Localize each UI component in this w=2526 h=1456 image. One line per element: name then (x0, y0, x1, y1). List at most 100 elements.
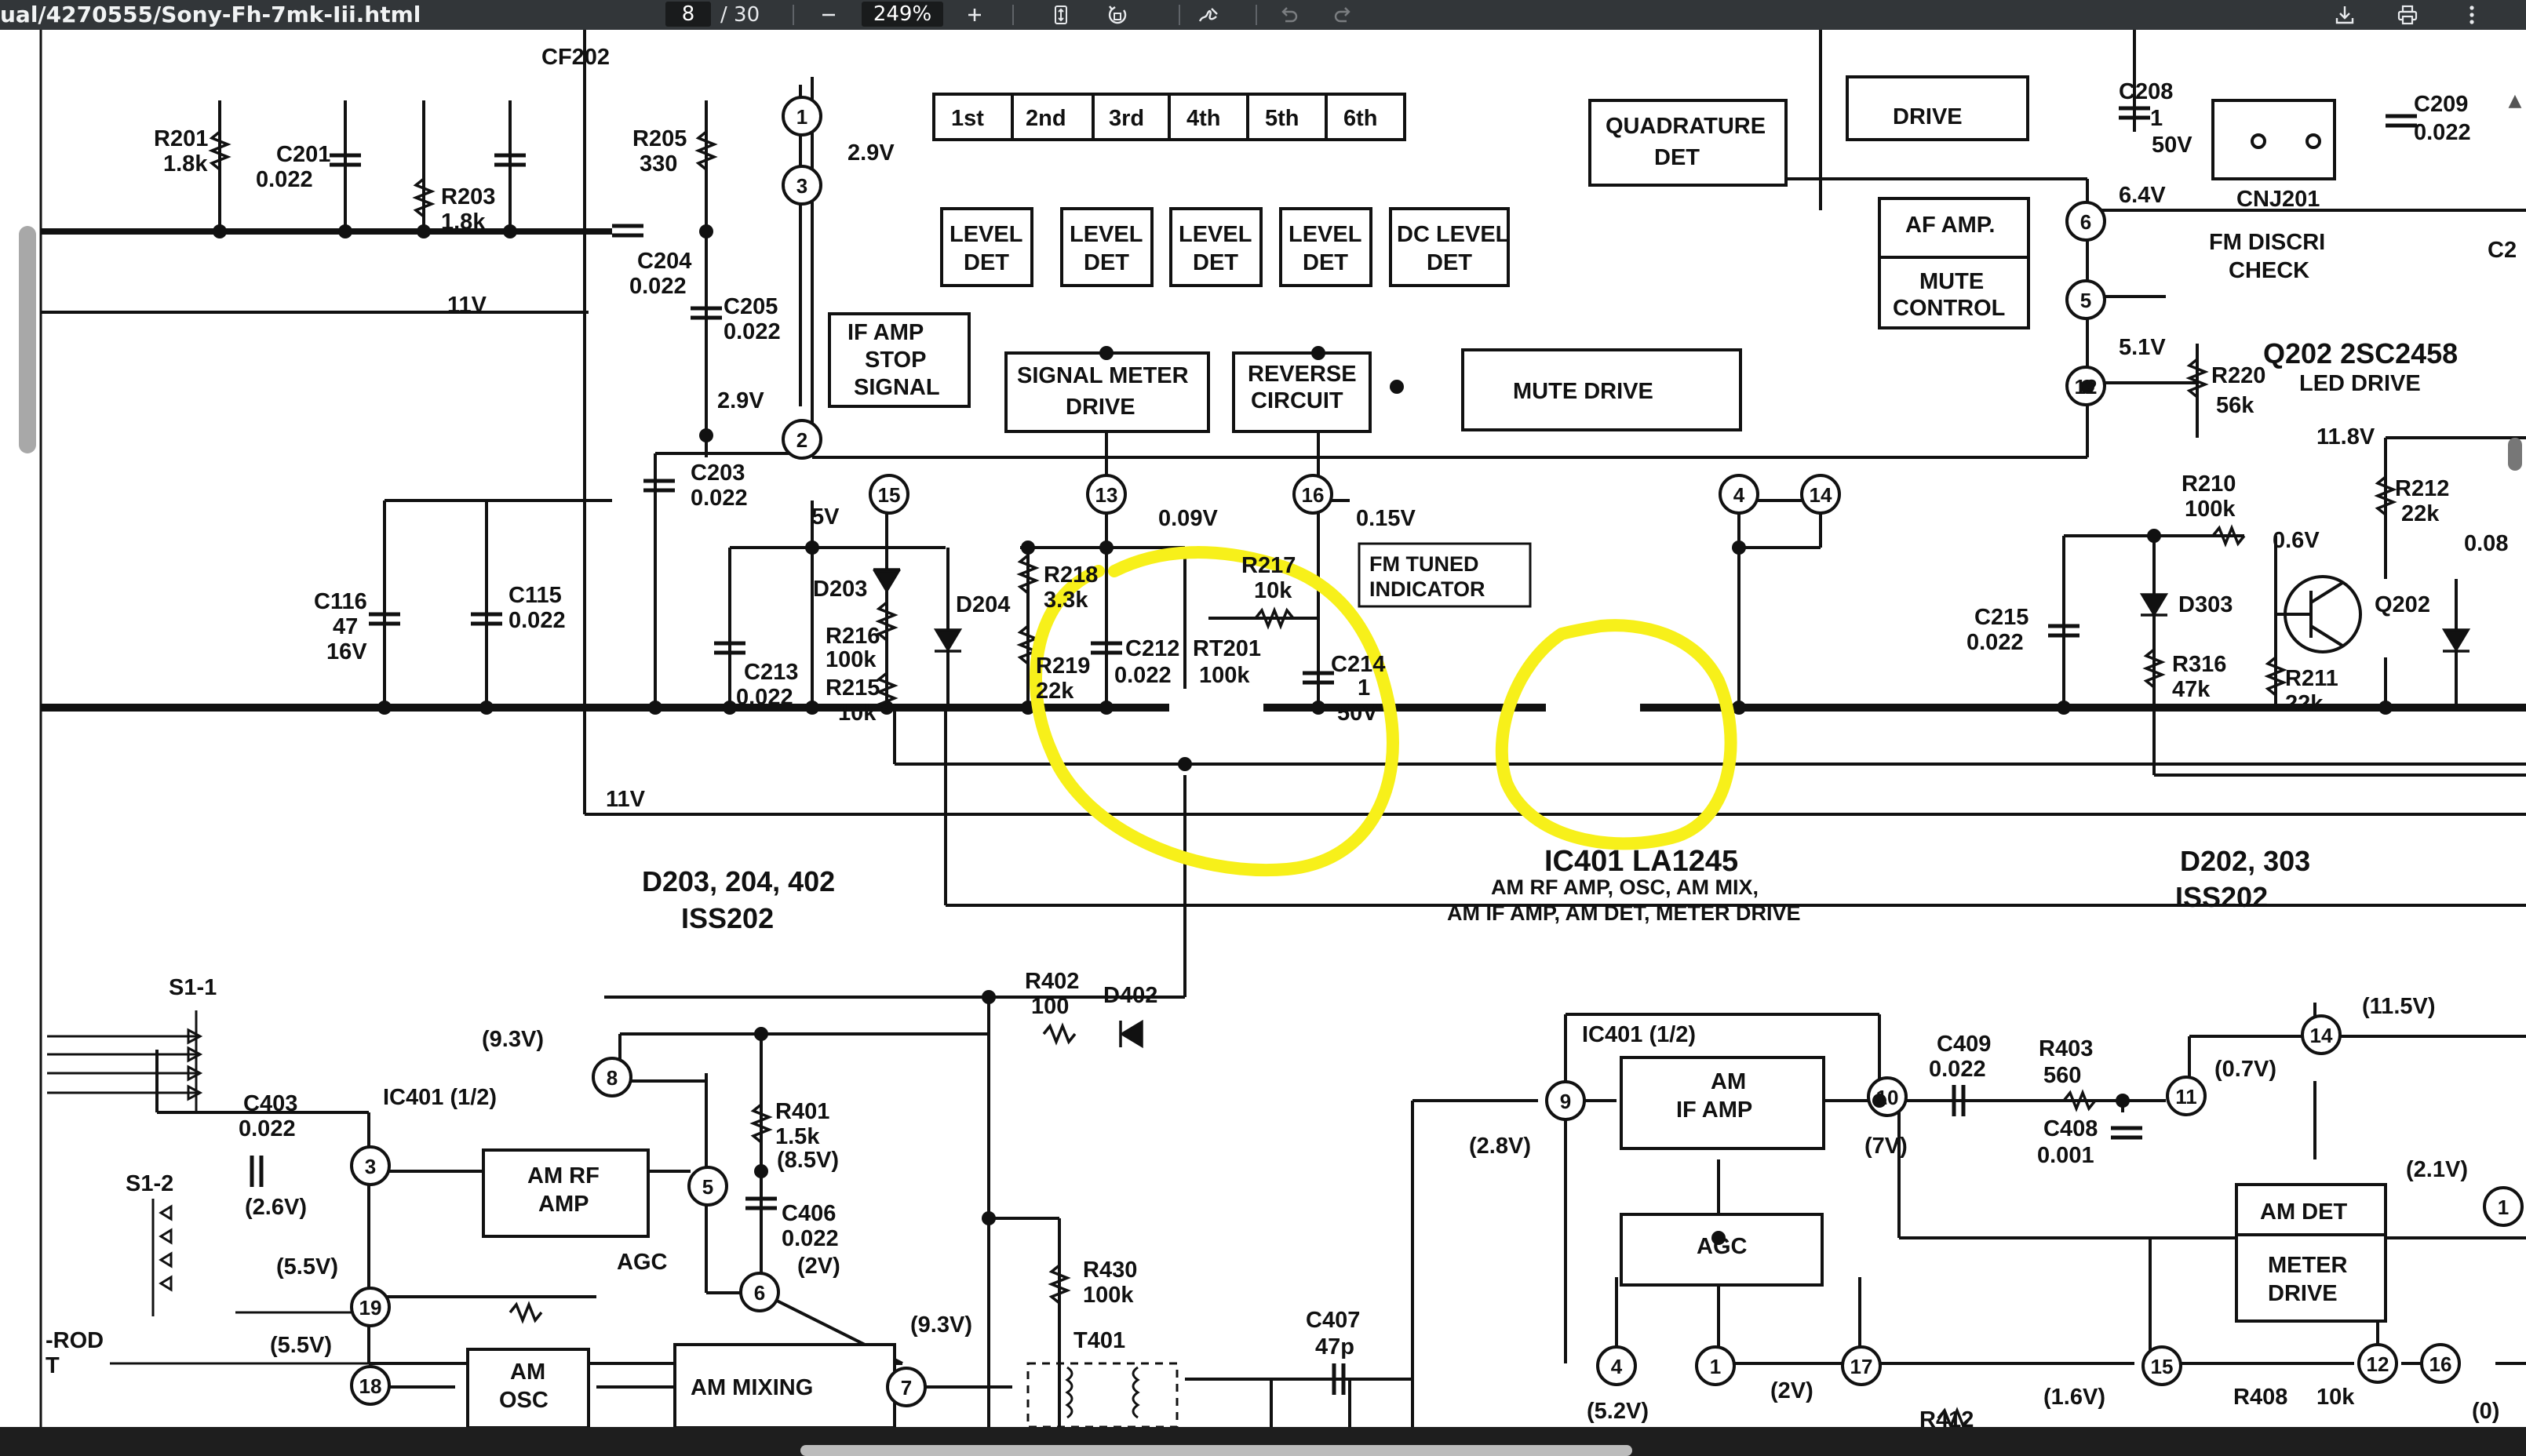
scroll-up-arrow-icon[interactable]: ▲ (2508, 91, 2522, 111)
voltage-label: (8.5V) (777, 1148, 839, 1173)
pin-number: 19 (359, 1296, 382, 1320)
toolbar-divider (1012, 5, 1014, 25)
highlight-circle-left (1030, 546, 1399, 876)
pin-number: 16 (2429, 1352, 2452, 1376)
part-label: C214 (1331, 652, 1385, 677)
block-label: DRIVE (1893, 104, 1963, 129)
voltage-label: (1.6V) (2043, 1385, 2105, 1410)
part-label: R203 (441, 184, 495, 209)
part-label: T401 (1073, 1328, 1125, 1353)
part-label: 50V (1337, 701, 1378, 726)
part-label: R218 (1044, 562, 1098, 588)
right-scrollbar-thumb[interactable] (2508, 438, 2522, 471)
voltage-label: (9.3V) (910, 1312, 972, 1338)
voltage-label: (0.7V) (2214, 1057, 2276, 1082)
part-label: R403 (2039, 1036, 2093, 1061)
part-label: C2 (2488, 238, 2517, 263)
pin-number: 5 (2080, 289, 2091, 312)
part-label: R220 (2211, 363, 2265, 388)
redo-button[interactable] (1328, 0, 1359, 30)
part-label: C213 (744, 660, 798, 685)
block-label: 4th (1186, 106, 1221, 131)
part-label: 0.022 (736, 685, 793, 710)
annotate-button[interactable] (1193, 0, 1224, 30)
block-label: CIRCUIT (1251, 388, 1343, 413)
pin-number: 9 (1560, 1090, 1571, 1113)
part-label: 100k (2185, 497, 2236, 522)
part-label: R215 (826, 675, 880, 701)
voltage-label: 11V (447, 293, 487, 318)
block-label: D202, 303 (2180, 845, 2310, 877)
voltage-label: 5V (811, 504, 840, 530)
fit-page-button[interactable] (1045, 0, 1077, 30)
block-label: DET (1427, 250, 1472, 275)
part-label: 100k (1199, 663, 1250, 688)
zoom-in-button[interactable] (959, 0, 990, 30)
part-label: C407 (1306, 1308, 1360, 1333)
part-label: R210 (2182, 471, 2236, 497)
part-label: C409 (1937, 1032, 1991, 1057)
pdf-page-viewport[interactable]: 1st 2nd 3rd 4th 5th 6th QUADRATURE DET D… (0, 30, 2526, 1456)
part-label: 0.022 (782, 1226, 839, 1251)
block-label: IC401 (1/2) (383, 1085, 497, 1110)
undo-button[interactable] (1273, 0, 1304, 30)
part-label: R205 (632, 126, 687, 151)
part-label: R408 (2233, 1385, 2287, 1410)
voltage-label: (2.1V) (2406, 1157, 2468, 1182)
part-label: 100k (1083, 1283, 1134, 1308)
part-label: C403 (243, 1091, 297, 1116)
rotate-button[interactable] (1102, 0, 1133, 30)
voltage-label: 5.1V (2119, 335, 2166, 360)
download-button[interactable] (2329, 0, 2360, 30)
part-label: R316 (2172, 652, 2226, 677)
part-label: R217 (1241, 553, 1296, 578)
pin-number: 7 (901, 1376, 912, 1400)
part-label: D303 (2178, 592, 2233, 617)
voltage-label: 6.4V (2119, 183, 2166, 208)
block-label: DRIVE (2268, 1281, 2338, 1306)
block-label: Q202 2SC2458 (2263, 337, 2458, 369)
block-label: S1-1 (169, 975, 217, 1000)
pin-number: 11 (2175, 1085, 2197, 1108)
toolbar-divider (793, 5, 794, 25)
pin-number: 1 (796, 105, 807, 129)
part-label: 50V (2152, 133, 2192, 158)
pin-number: 15 (2151, 1355, 2174, 1378)
part-label: R201 (154, 126, 208, 151)
voltage-label: 11V (606, 787, 646, 812)
rotate-icon (1108, 5, 1127, 24)
horizontal-scrollbar-thumb[interactable] (800, 1445, 1632, 1456)
pin-number: 1 (2498, 1196, 2509, 1219)
voltage-label: (2V) (797, 1254, 840, 1279)
block-label: LED DRIVE (2299, 371, 2421, 396)
part-label: R211 (2285, 666, 2338, 691)
part-label: R219 (1036, 653, 1090, 679)
more-options-button[interactable] (2456, 0, 2488, 30)
block-label: T (46, 1353, 60, 1378)
block-label: LEVEL (1179, 222, 1252, 247)
part-label: 47p (1315, 1334, 1354, 1360)
pin-number: 12 (2367, 1352, 2389, 1376)
part-label: C208 (2119, 79, 2173, 104)
print-button[interactable] (2392, 0, 2423, 30)
part-label: R212 (2395, 476, 2449, 501)
pin-number: 1 (1710, 1355, 1721, 1378)
left-scrollbar-thumb[interactable] (19, 226, 36, 453)
part-label: 47k (2172, 677, 2211, 702)
pin-number: 13 (1095, 483, 1118, 507)
part-label: D204 (956, 592, 1010, 617)
page-number-input[interactable]: 8 (665, 2, 711, 27)
block-label: DET (964, 250, 1009, 275)
part-label: 0.022 (239, 1116, 296, 1141)
block-label: 2nd (1026, 106, 1066, 131)
zoom-level-input[interactable]: 249% (862, 2, 943, 27)
pin-number: 2 (796, 428, 807, 452)
voltage-label: (11.5V) (2362, 994, 2436, 1019)
voltage-label: 0.09V (1158, 506, 1218, 531)
part-label: C205 (724, 294, 778, 319)
block-label: FM TUNED (1369, 552, 1478, 576)
block-label: AF AMP. (1905, 213, 1995, 238)
block-label: AM DET (2260, 1199, 2347, 1225)
pin-number: 6 (2080, 210, 2091, 234)
zoom-out-button[interactable] (813, 0, 844, 30)
